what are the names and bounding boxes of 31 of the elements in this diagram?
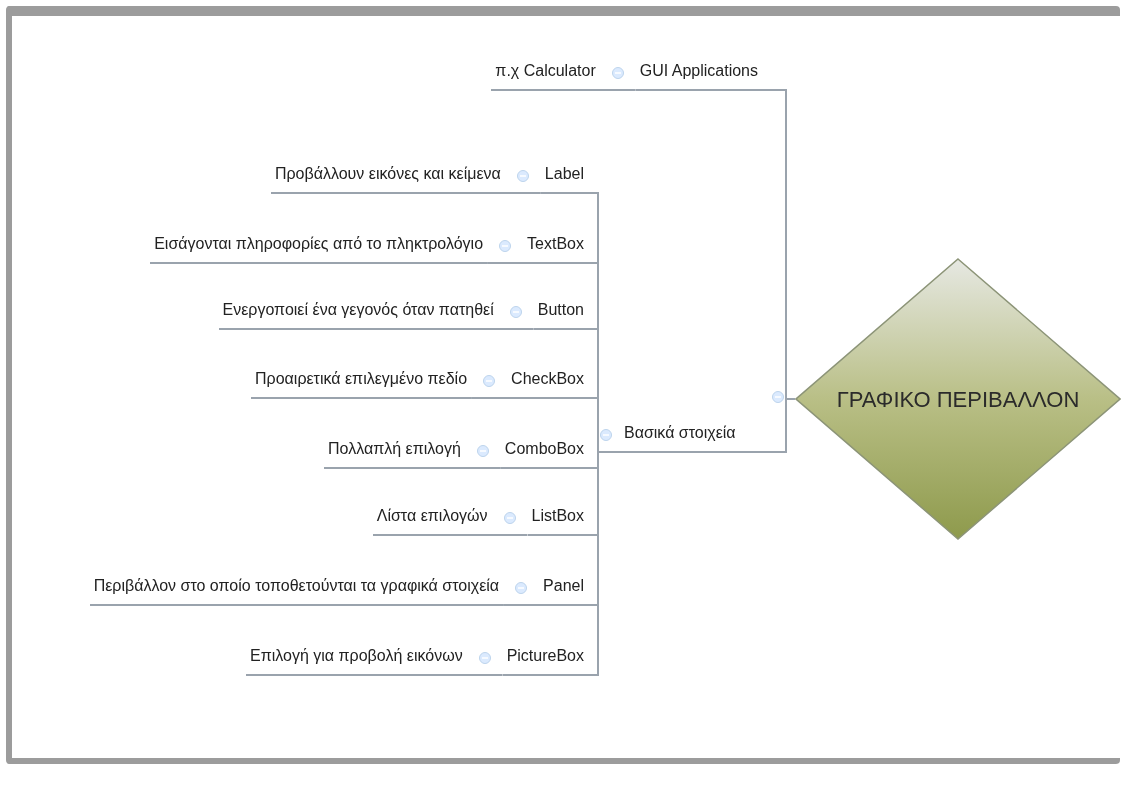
topic-label: Εισάγονται πληροφορίες από το πληκτρολόγιο: [150, 230, 488, 264]
connector-line: [598, 89, 637, 91]
topic-label: ListBox: [527, 502, 588, 536]
connector-line: [470, 397, 509, 399]
topic-label: TextBox: [523, 230, 588, 264]
topic-label: Panel: [539, 572, 588, 606]
topic-label: Προβάλλουν εικόνες και κείμενα: [270, 160, 505, 194]
topic-label: Βασικά στοιχεία: [620, 419, 740, 453]
topic-label: Πολλαπλή επιλογή: [324, 435, 465, 469]
connector-line: [496, 328, 535, 330]
connector-line: [587, 451, 621, 676]
connector-line: [503, 192, 542, 194]
topic-label: Label: [540, 160, 588, 194]
topic-label: Button: [533, 296, 588, 330]
topic-label: GUI Applications: [635, 57, 762, 91]
connector-line: [465, 674, 504, 676]
topic-label: Προαιρετικά επιλεγμένο πεδίο: [251, 365, 472, 399]
topic-label: ComboBox: [500, 435, 588, 469]
connector-line: [738, 398, 796, 453]
connector-line: [490, 534, 529, 536]
topic-label: Περιβάλλον στο οποίο τοποθετούνται τα γραφικά στοιχεία: [89, 572, 504, 606]
connector-line: [486, 262, 525, 264]
topic-label: CheckBox: [507, 365, 588, 399]
topic-label: Λίστα επιλογών: [372, 502, 492, 536]
connector-line: [463, 467, 502, 469]
diamond-title: ΓΡΑΦΙΚΟ ΠΕΡΙΒΑΛΛΟΝ: [836, 385, 1080, 414]
topic-label: PictureBox: [502, 642, 588, 676]
connector-line: [502, 604, 541, 606]
topic-label: Ενεργοποιεί ένα γεγονός όταν πατηθεί: [218, 296, 498, 330]
topic-label: π.χ Calculator: [491, 57, 600, 91]
topic-label: Επιλογή για προβολή εικόνων: [246, 642, 467, 676]
